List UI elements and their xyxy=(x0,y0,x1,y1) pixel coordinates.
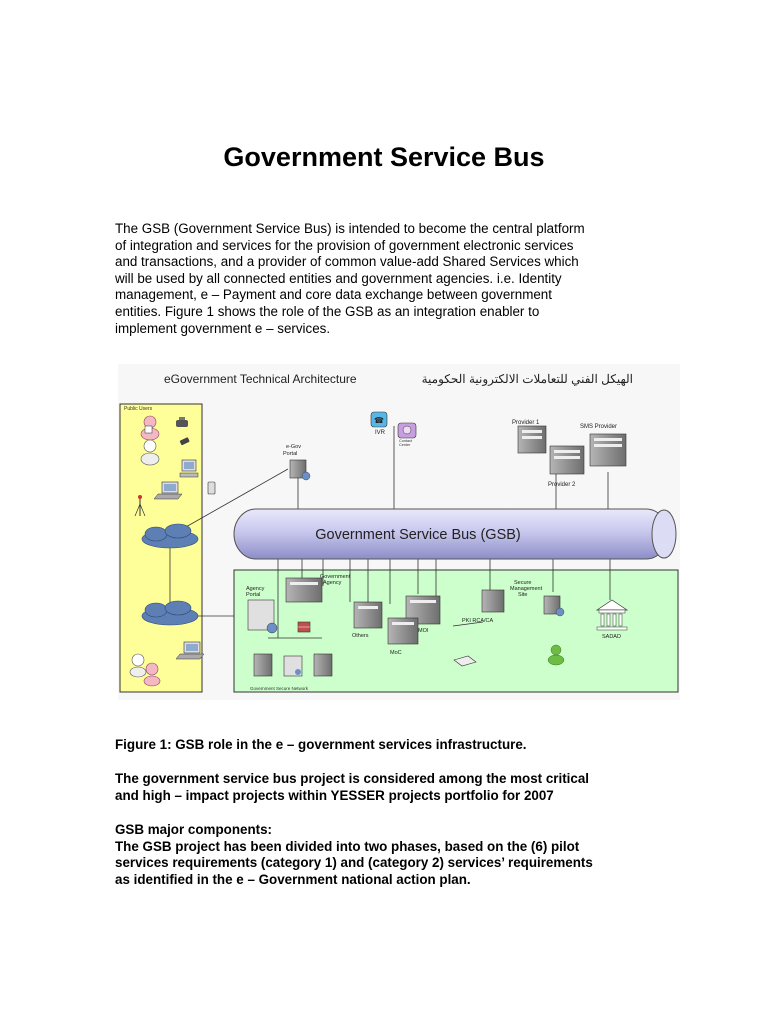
user-icon xyxy=(143,662,161,687)
intro-line: of integration and services for the prov… xyxy=(115,237,574,253)
page-title: Government Service Bus xyxy=(223,142,545,172)
provider2-label: Provider 2 xyxy=(548,482,576,488)
laptop-icon xyxy=(153,481,183,500)
svg-text:☎: ☎ xyxy=(374,416,384,425)
government-agency-label: Government xyxy=(320,574,351,580)
secure-site-label: Site xyxy=(518,592,527,598)
agency-portal-server xyxy=(247,599,278,634)
internet-cloud xyxy=(141,523,199,549)
provider1-server xyxy=(517,425,547,454)
intro-line: will be used by all connected entities a… xyxy=(115,270,562,286)
others-server xyxy=(353,601,383,629)
public-users-label: Public Users xyxy=(124,406,153,412)
paragraph-line: as identified in the e – Government nati… xyxy=(115,871,471,887)
sadad-label: SADAD xyxy=(602,634,621,640)
others-label: Others xyxy=(352,633,369,639)
pki-label: PKI RCA/CA xyxy=(462,618,494,624)
provider1-label: Provider 1 xyxy=(512,420,540,426)
intro-line: management, e – Payment and core data ex… xyxy=(115,287,552,303)
intro-line: entities. Figure 1 shows the role of the… xyxy=(115,303,540,319)
government-agency-label: Agency xyxy=(323,580,342,586)
moi-label: MOI xyxy=(418,628,429,634)
secure-site-server xyxy=(543,595,565,617)
antenna-icon xyxy=(134,495,146,517)
mobile-phone-icon xyxy=(179,437,190,446)
user-icon xyxy=(140,415,160,441)
architecture-diagram: eGovernment Technical Architecture الهيك… xyxy=(118,364,680,700)
architecture-figure: eGovernment Technical Architecture الهيك… xyxy=(118,364,680,700)
pda-icon xyxy=(207,481,216,495)
desktop-computer-icon xyxy=(179,459,199,478)
critical-project-paragraph: The government service bus project is co… xyxy=(115,771,655,804)
agency-portal-label: Portal xyxy=(246,592,260,598)
card-reader-icon xyxy=(453,655,477,667)
paragraph-line: and high – impact projects within YESSER… xyxy=(115,787,554,803)
gov-network-label: Government Secure Network xyxy=(250,686,309,691)
contact-center-icon xyxy=(397,422,417,439)
ivr-label: IVR xyxy=(375,430,386,436)
section-heading: GSB major components: xyxy=(115,822,272,837)
sms-provider-server xyxy=(589,433,627,467)
diagram-heading-ar: الهيكل الفني للتعاملات الالكترونية الحكو… xyxy=(422,372,633,386)
user-icon xyxy=(140,439,160,466)
provider2-server xyxy=(549,445,585,475)
egov-portal-label: e-Gov xyxy=(286,444,301,450)
major-components-paragraph: GSB major components: The GSB project ha… xyxy=(115,822,655,888)
egov-portal-server xyxy=(289,459,311,481)
paragraph-line: services requirements (category 1) and (… xyxy=(115,855,593,871)
paragraph-line: The GSB project has been divided into tw… xyxy=(115,838,580,854)
egov-portal-label: Portal xyxy=(283,451,297,457)
intro-line: implement government e – services. xyxy=(115,320,331,336)
agency-portal-label: Agency xyxy=(246,586,265,592)
sms-provider-label: SMS Provider xyxy=(580,424,617,430)
gsb-bus-end xyxy=(651,509,677,559)
network-cloud xyxy=(141,600,199,626)
secure-site-label: Management xyxy=(510,586,543,592)
firewall-icon xyxy=(297,621,311,633)
admin-user-icon xyxy=(547,644,565,666)
contact-center-label: Contact xyxy=(399,439,413,443)
moc-server xyxy=(387,617,419,645)
intro-line: and transactions, and a provider of comm… xyxy=(115,254,579,270)
paragraph-line: The government service bus project is co… xyxy=(115,771,590,786)
government-agency-server xyxy=(285,577,323,603)
phone-icon xyxy=(176,417,188,427)
agency-server xyxy=(283,655,303,677)
gsb-bus-label: Government Service Bus (GSB) xyxy=(315,527,521,543)
intro-line: The GSB (Government Service Bus) is inte… xyxy=(115,221,585,236)
bank-icon xyxy=(595,599,629,631)
pki-server xyxy=(481,589,505,613)
secure-site-label: Secure xyxy=(514,580,531,586)
intro-paragraph: The GSB (Government Service Bus) is inte… xyxy=(115,221,645,337)
user-icon xyxy=(129,653,147,678)
moc-label: MoC xyxy=(390,650,402,656)
agency-server xyxy=(313,653,333,677)
ivr-icon: ☎ xyxy=(370,411,388,428)
diagram-heading-en: eGovernment Technical Architecture xyxy=(164,372,357,386)
laptop-icon xyxy=(175,641,205,660)
figure-caption: Figure 1: GSB role in the e – government… xyxy=(115,737,527,752)
contact-center-label: Center xyxy=(399,443,411,447)
agency-server xyxy=(253,653,273,677)
